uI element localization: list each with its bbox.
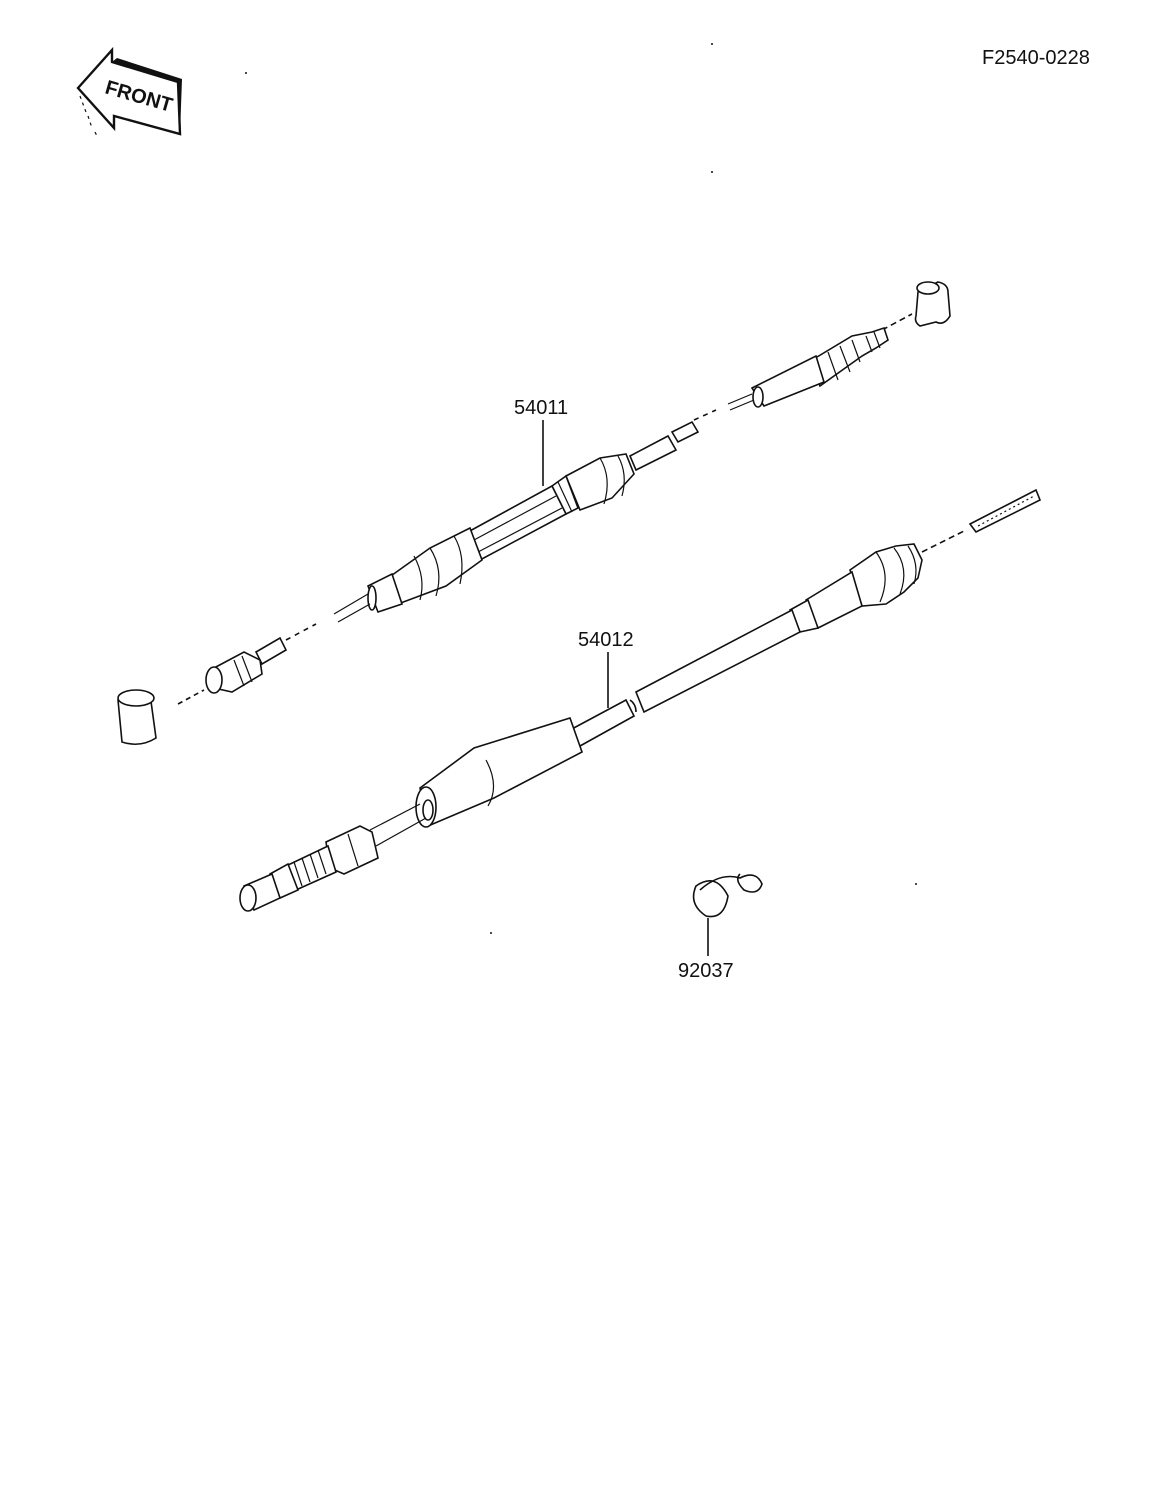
specks bbox=[245, 43, 917, 934]
cable-54012 bbox=[239, 488, 1042, 912]
figure-code: F2540-0228 bbox=[982, 47, 1090, 69]
part-label-92037: 92037 bbox=[678, 960, 734, 982]
front-arrow-icon: FRONT bbox=[76, 46, 182, 139]
part-label-54012: 54012 bbox=[578, 629, 634, 651]
leader-lines bbox=[542, 420, 709, 956]
part-label-54011: 54011 bbox=[514, 397, 568, 419]
clip-92037 bbox=[692, 873, 763, 918]
cable-54011 bbox=[117, 281, 951, 746]
